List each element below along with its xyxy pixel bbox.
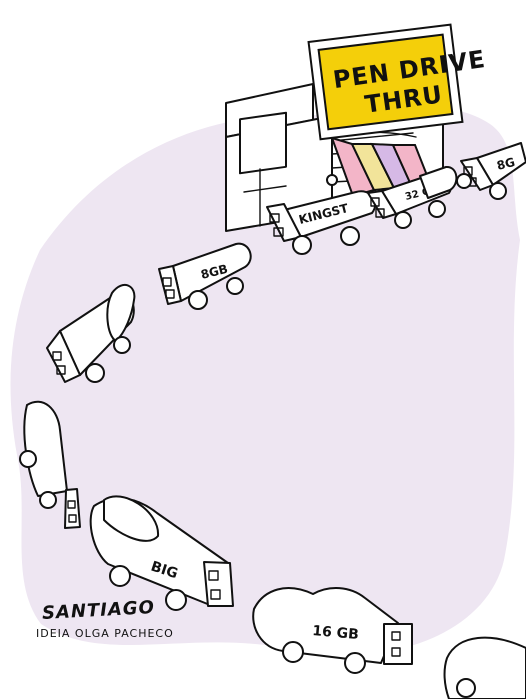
booth-bell <box>326 174 338 186</box>
sign-panel <box>317 33 454 131</box>
lanyard-loop <box>106 283 136 342</box>
kingston-wheel-left <box>292 235 312 255</box>
32gb-pen-drive-car[interactable]: 32 GB <box>367 166 458 229</box>
8gb-pen-drive-car-right[interactable]: 8G <box>456 142 526 200</box>
idea-credit: IDEIA OLGA PACHECO <box>36 627 174 640</box>
big-pen-drive-car[interactable]: BIG <box>89 495 234 611</box>
partial-pen-drive-car-bottom-right[interactable] <box>443 636 526 699</box>
artist-signature: SANTIAGO <box>41 597 156 624</box>
artist-credit: SANTIAGO IDEIA OLGA PACHECO <box>34 597 214 645</box>
8gb-right-label: 8G <box>495 155 516 173</box>
kingston-pen-drive-car[interactable]: KINGST <box>266 190 377 255</box>
8gb-pen-drive-car-left[interactable]: 8GB <box>158 242 252 310</box>
16gb-label: 16 GB <box>312 623 360 643</box>
booth-window <box>239 111 287 175</box>
lanyard-pen-drive-car[interactable] <box>46 283 136 383</box>
8gb-left-label: 8GB <box>199 262 229 282</box>
16gb-pen-drive-car[interactable]: 16 GB <box>252 587 413 674</box>
pen-drive-thru-sign[interactable]: PEN DRIVE THRU <box>307 23 488 141</box>
big-drive-lanyard <box>103 495 160 542</box>
white-pen-drive-car-left[interactable] <box>19 400 81 529</box>
kingston-wheel-right <box>340 226 360 246</box>
32gb-cap <box>419 166 458 199</box>
